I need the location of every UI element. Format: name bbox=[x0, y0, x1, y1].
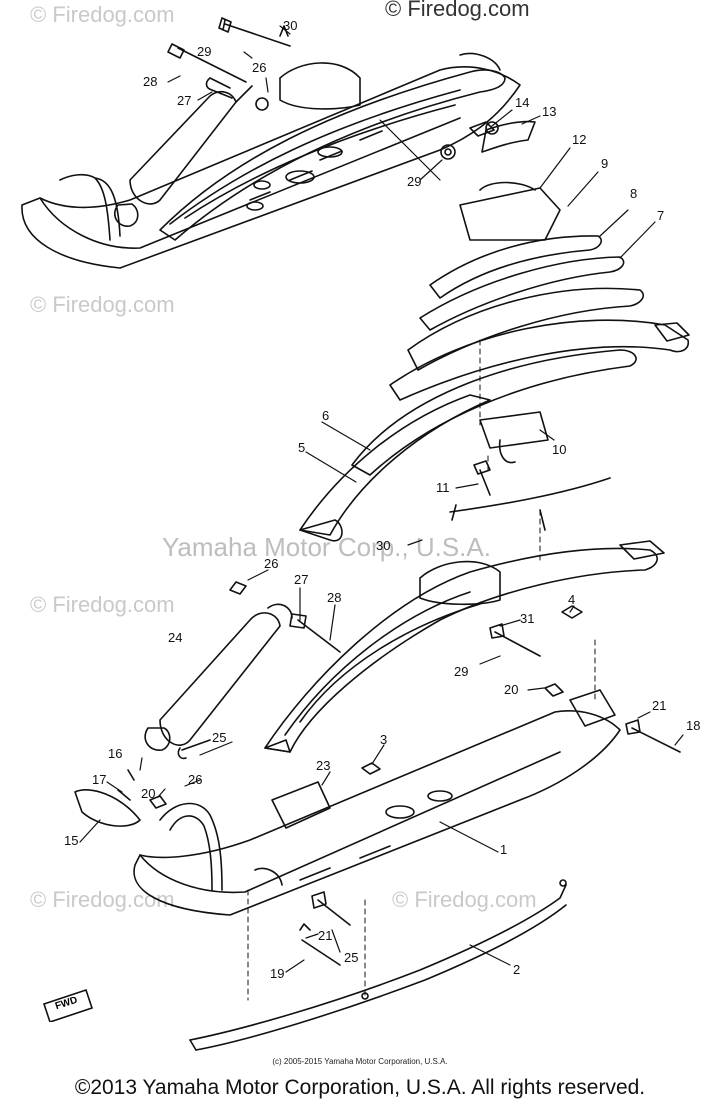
callout: 26 bbox=[188, 772, 203, 787]
callout: 21 bbox=[652, 698, 667, 713]
callout: 7 bbox=[657, 208, 665, 223]
callout: 1 bbox=[500, 842, 508, 857]
callout: 11 bbox=[436, 480, 450, 495]
callout: 30 bbox=[283, 18, 298, 33]
callout: 12 bbox=[572, 132, 587, 147]
exploded-leaf-springs bbox=[299, 181, 690, 542]
callout: 4 bbox=[568, 592, 576, 607]
callout: 25 bbox=[344, 950, 359, 965]
copyright-notice: ©2013 Yamaha Motor Corporation, U.S.A. A… bbox=[74, 1076, 646, 1099]
forward-arrow-icon bbox=[42, 988, 94, 1022]
callout: 14 bbox=[515, 95, 530, 110]
callout: 21 bbox=[318, 928, 333, 943]
upper-leaf-springs bbox=[159, 52, 506, 241]
upper-hardware bbox=[167, 17, 536, 153]
forward-direction-marker: FWD bbox=[40, 988, 94, 1022]
leader-lines bbox=[79, 25, 684, 973]
callout: 17 bbox=[92, 772, 107, 787]
callout: 29 bbox=[407, 174, 422, 189]
callout: 10 bbox=[552, 442, 567, 457]
callout: 5 bbox=[298, 440, 306, 455]
lower-wear-bar bbox=[189, 879, 567, 1051]
callout: 9 bbox=[601, 156, 609, 171]
callout: 23 bbox=[316, 758, 331, 773]
callout: 28 bbox=[143, 74, 158, 89]
lower-ski bbox=[133, 710, 621, 916]
watermark-center: Yamaha Motor Corp., U.S.A. bbox=[162, 532, 491, 562]
lower-hardware bbox=[74, 605, 681, 966]
upper-ski bbox=[21, 66, 521, 269]
callout: 20 bbox=[141, 786, 156, 801]
callout: 20 bbox=[504, 682, 519, 697]
guide-lines bbox=[247, 339, 596, 1001]
callout: 18 bbox=[686, 718, 701, 733]
callout: 26 bbox=[252, 60, 267, 75]
callout: 3 bbox=[380, 732, 388, 747]
callout: 31 bbox=[520, 611, 535, 626]
callout: 29 bbox=[197, 44, 212, 59]
small-copyright: (c) 2005-2015 Yamaha Motor Corporation, … bbox=[272, 1057, 448, 1066]
callout: 13 bbox=[542, 104, 557, 119]
callout: 24 bbox=[168, 630, 183, 645]
callout: 27 bbox=[294, 572, 309, 587]
lower-shock-absorber bbox=[144, 581, 293, 751]
lower-leaf-springs bbox=[264, 540, 665, 753]
callout: 2 bbox=[513, 962, 521, 977]
callout: 16 bbox=[108, 746, 123, 761]
callout: 19 bbox=[270, 966, 285, 981]
callout: 8 bbox=[630, 186, 638, 201]
callout: 27 bbox=[177, 93, 192, 108]
callout: 15 bbox=[64, 833, 79, 848]
callout: 30 bbox=[376, 538, 391, 553]
callout: 28 bbox=[327, 590, 342, 605]
callout: 26 bbox=[264, 556, 279, 571]
upper-shock-absorber bbox=[114, 85, 499, 227]
callout: 29 bbox=[454, 664, 469, 679]
callout: 25 bbox=[212, 730, 227, 745]
callout: 6 bbox=[322, 408, 330, 423]
